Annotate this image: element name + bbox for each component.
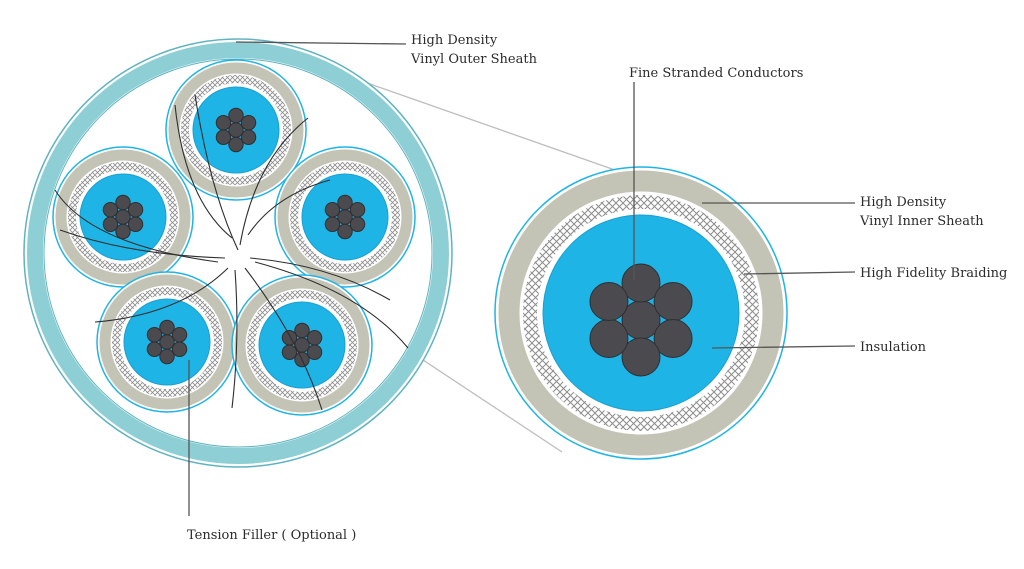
sub-cable-conductor xyxy=(240,115,257,131)
sub-cable-braiding xyxy=(247,290,357,400)
sub-cable-conductor xyxy=(281,330,298,346)
sub-cable-inner-sheath xyxy=(168,62,304,198)
sub-cable-conductor xyxy=(159,334,175,350)
sub-cable-conductor xyxy=(115,194,131,211)
zoom-conductors xyxy=(589,263,693,377)
sub-cable-conductor xyxy=(127,202,144,218)
sub-cable-conductor xyxy=(159,348,175,365)
sub-cable-conductor xyxy=(337,209,353,225)
sub-cable-conductor xyxy=(294,322,310,339)
inner-sheath-label-line1: High Density xyxy=(860,195,947,210)
sub-cable-conductor xyxy=(115,209,131,225)
sub-cable-conductor xyxy=(281,344,298,360)
sub-cable-inner-sheath xyxy=(99,274,235,410)
braiding-label: High Fidelity Braiding xyxy=(860,266,1007,281)
sub-cable-conductor xyxy=(102,216,119,232)
sub-cable-braiding xyxy=(181,75,291,185)
sub-cable-braiding xyxy=(68,162,178,272)
sub-cable xyxy=(52,146,194,288)
labels: High Density Vinyl Outer Sheath Fine Str… xyxy=(187,33,1007,543)
sub-cable-conductor xyxy=(146,341,163,357)
sub-cable xyxy=(274,146,416,288)
sub-cable-conductor xyxy=(306,344,323,360)
zoom-inner-sheath xyxy=(498,170,784,456)
sub-cable-conductor xyxy=(349,202,366,218)
sub-cable-braiding xyxy=(290,162,400,272)
sub-cable-inner-sheath xyxy=(234,277,370,413)
outer-sheath-band xyxy=(27,42,449,464)
sub-cable-conductor xyxy=(337,194,353,211)
zoomed-cable xyxy=(494,166,788,460)
tension-filler-label: Tension Filler ( Optional ) xyxy=(187,528,356,543)
zoom-conductor xyxy=(653,282,693,321)
sub-cable-conductor xyxy=(324,202,341,218)
tension-filler-strands xyxy=(54,94,409,411)
sub-cable-conductor xyxy=(115,223,131,240)
sub-cable xyxy=(96,271,238,413)
sub-cable-inner-sheath xyxy=(55,149,191,285)
sub-cable-conductor xyxy=(102,202,119,218)
zoom-conductor xyxy=(589,319,629,358)
zoom-conductor xyxy=(653,319,693,358)
sub-cable-conductor xyxy=(159,319,175,336)
inner-sheath-label-line2: Vinyl Inner Sheath xyxy=(859,214,984,229)
insulation-label: Insulation xyxy=(860,340,927,355)
sub-cable-conductor xyxy=(215,115,232,131)
zoom-braiding xyxy=(523,195,759,431)
sub-cable-conductor xyxy=(215,129,232,145)
zoom-conductor xyxy=(621,263,661,303)
sub-cable-conductor xyxy=(146,327,163,343)
sub-cable xyxy=(165,59,307,201)
outer-sheath-label-line1: High Density xyxy=(411,33,498,48)
sub-cable-conductor xyxy=(324,216,341,232)
conductors-label: Fine Stranded Conductors xyxy=(629,66,803,81)
sub-cable-conductor xyxy=(228,107,244,124)
sub-cable xyxy=(231,274,373,416)
sub-cable-conductor xyxy=(127,216,144,232)
outer-sheath-label-line2: Vinyl Outer Sheath xyxy=(410,52,538,67)
sub-cable-conductor xyxy=(228,122,244,138)
zoom-conductor xyxy=(589,282,629,321)
sub-cable-conductor xyxy=(337,223,353,240)
sub-cables xyxy=(52,59,416,416)
leader-lines xyxy=(188,41,856,516)
sub-cable-conductor xyxy=(171,341,188,357)
sub-cable-conductor xyxy=(228,136,244,153)
sub-cable-conductor xyxy=(240,129,257,145)
sub-cable-conductor xyxy=(171,327,188,343)
sub-cable-conductor xyxy=(306,330,323,346)
sub-cable-conductor xyxy=(349,216,366,232)
zoom-conductor xyxy=(621,337,661,377)
sub-cable-braiding xyxy=(112,287,222,397)
